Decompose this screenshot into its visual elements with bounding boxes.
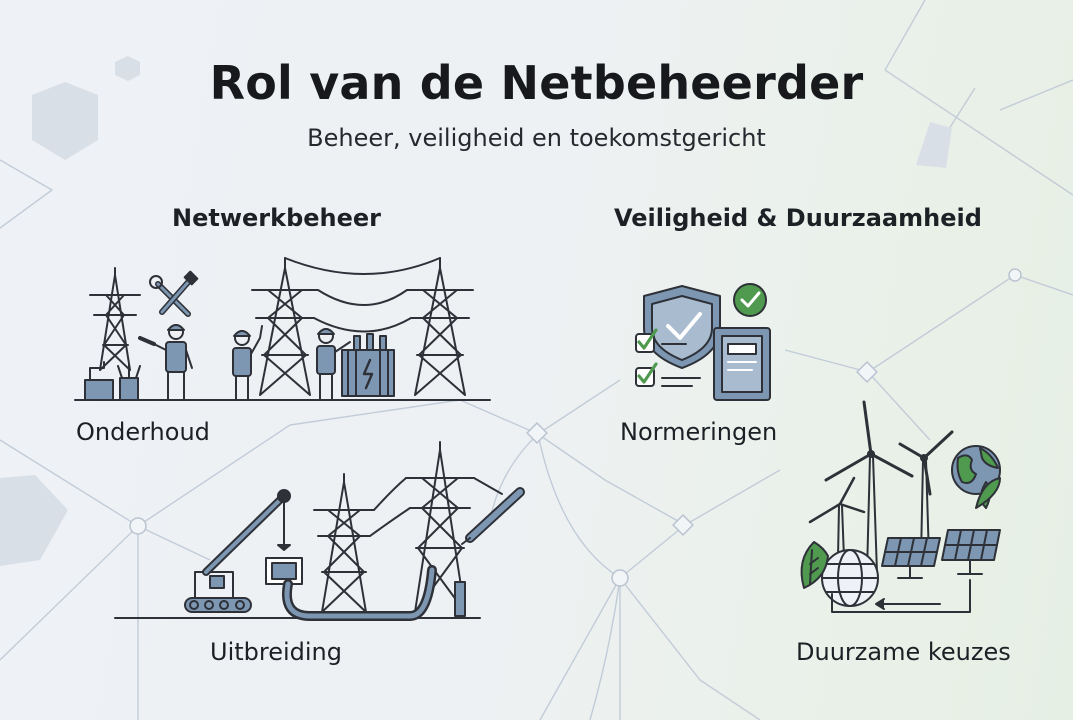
expansion-icon (114, 441, 525, 621)
label-normeringen: Normeringen (620, 418, 778, 446)
maintenance-icon (74, 257, 491, 401)
page-title: Rol van de Netbeheerder (209, 56, 864, 110)
label-duurzame-keuzes: Duurzame keuzes (796, 638, 1011, 666)
label-onderhoud: Onderhoud (76, 418, 210, 446)
section-heading-netwerkbeheer: Netwerkbeheer (172, 204, 382, 232)
standards-icon (635, 283, 771, 401)
section-heading-veiligheid-duurzaamheid: Veiligheid & Duurzaamheid (614, 204, 982, 232)
sustainable-choices-icon (800, 400, 1001, 613)
label-uitbreiding: Uitbreiding (210, 638, 342, 666)
page-subtitle: Beheer, veiligheid en toekomstgericht (307, 124, 766, 152)
